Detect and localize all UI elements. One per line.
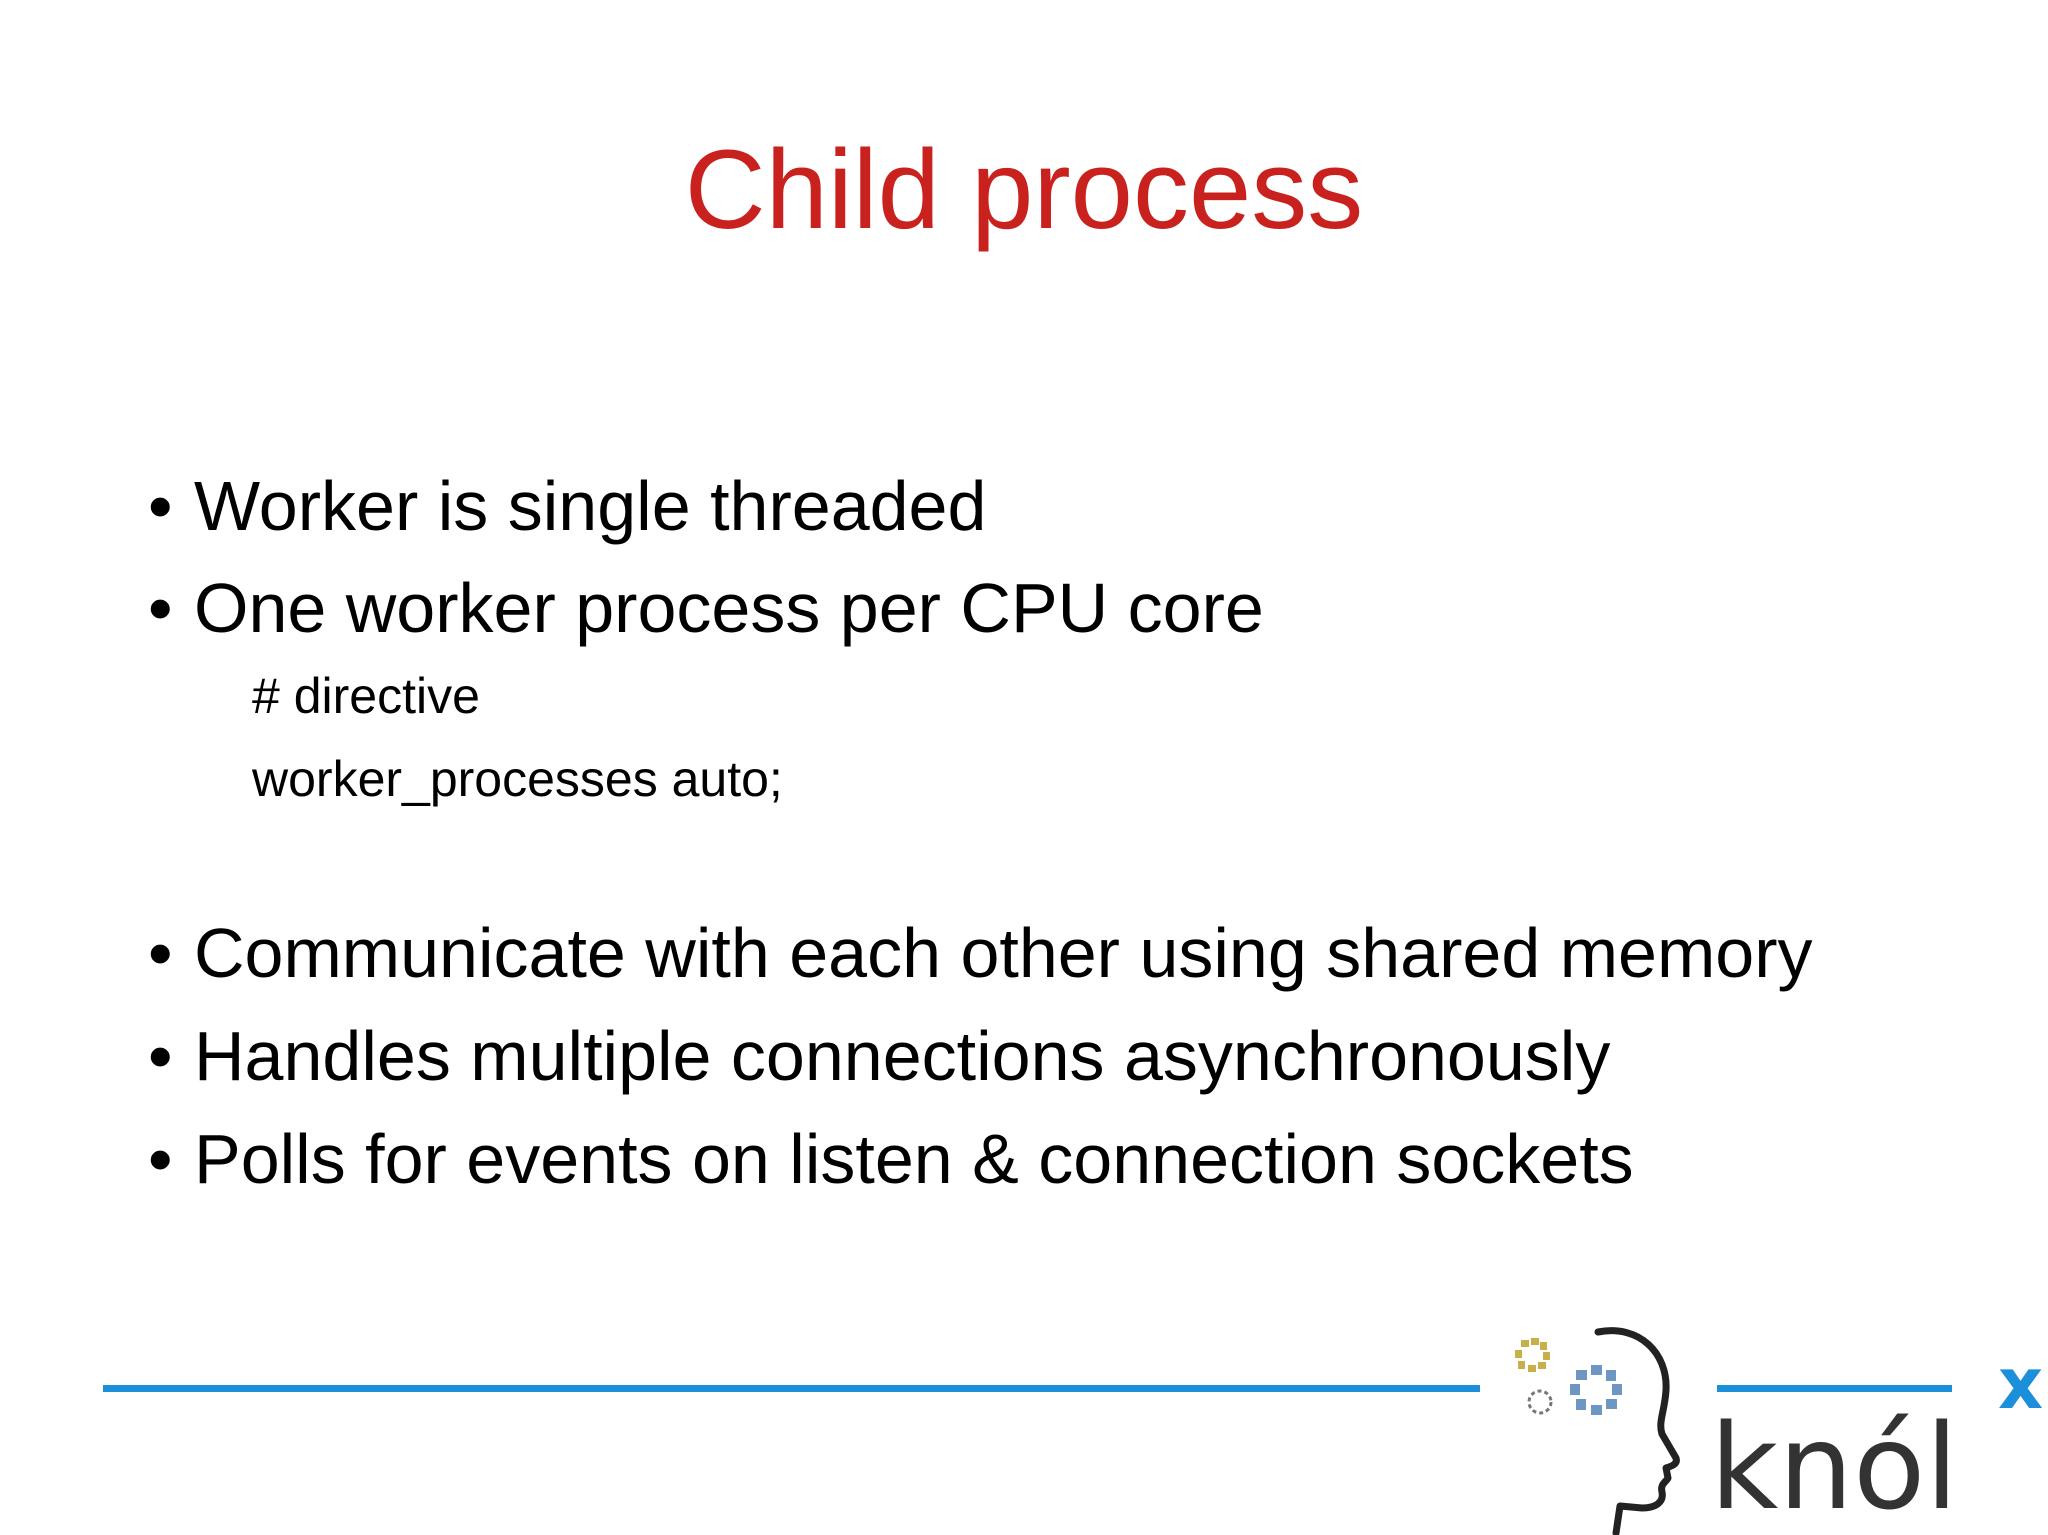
bullet-marker: • [148,1017,173,1095]
divider-line-right [1717,1385,1952,1392]
bullet-text: Polls for events on listen & connection … [194,1120,1634,1198]
bullet-marker: • [148,569,173,647]
head-profile-icon [1594,1327,1680,1535]
bullet-item: • One worker process per CPU core [148,568,1264,648]
bullet-marker: • [148,467,173,545]
slide-title: Child process [684,127,1364,252]
bullet-marker: • [148,1120,173,1198]
bullet-text: Handles multiple connections asynchronou… [194,1017,1611,1095]
bullet-item: • Worker is single threaded [148,466,986,546]
logo-superscript: x [1998,1343,2043,1425]
code-line: # directive [252,668,480,724]
blue-gear-icon [1570,1365,1622,1415]
bullet-item: • Communicate with each other using share… [148,913,1813,993]
logo-wordmark: knól [1710,1398,1958,1535]
gold-gear-icon [1515,1338,1550,1372]
gray-gear-icon [1527,1389,1553,1415]
code-line: worker_processes auto; [252,751,783,807]
bullet-text: One worker process per CPU core [194,569,1264,647]
bullet-item: • Handles multiple connections asynchrono… [148,1016,1610,1096]
bullet-item: • Polls for events on listen & connection… [148,1119,1634,1199]
bullet-text: Communicate with each other using shared… [194,914,1813,992]
divider-line-left [103,1385,1480,1392]
knolx-logo: knól x [1515,1327,2043,1535]
bullet-text: Worker is single threaded [194,467,987,545]
bullet-marker: • [148,914,173,992]
